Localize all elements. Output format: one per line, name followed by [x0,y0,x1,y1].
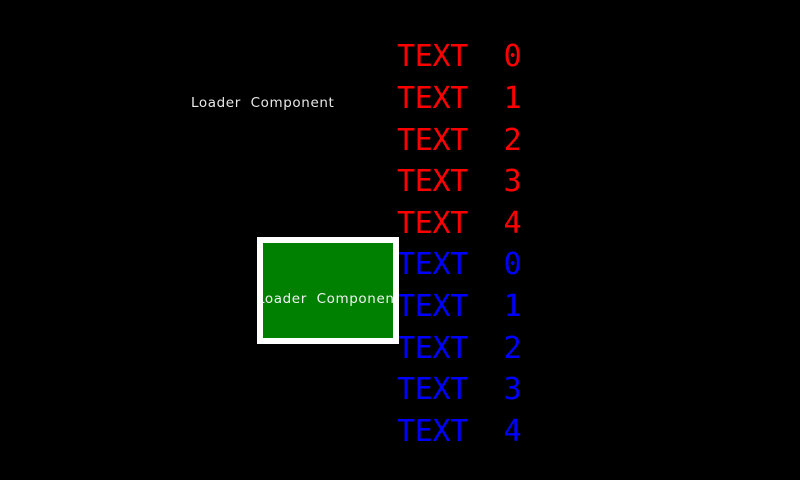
text-row: TEXT 2 [397,123,522,158]
text-row: TEXT 4 [397,414,522,449]
text-row: TEXT 3 [397,164,522,199]
loader-box-label: Loader Component [263,291,393,307]
text-row: TEXT 1 [397,289,522,324]
text-row: TEXT 1 [397,81,522,116]
text-row: TEXT 0 [397,39,522,74]
text-row: TEXT 0 [397,247,522,282]
text-row: TEXT 4 [397,206,522,241]
red-text-group: TEXT 0 TEXT 1 TEXT 2 TEXT 3 TEXT 4 TEXT … [397,0,697,480]
loader-component-box: Loader Component [257,237,399,344]
loader-component-label: Loader Component [191,95,335,111]
text-row: TEXT 3 [397,372,522,407]
text-row: TEXT 2 [397,331,522,366]
loader-box-inner: Loader Component [263,243,393,338]
